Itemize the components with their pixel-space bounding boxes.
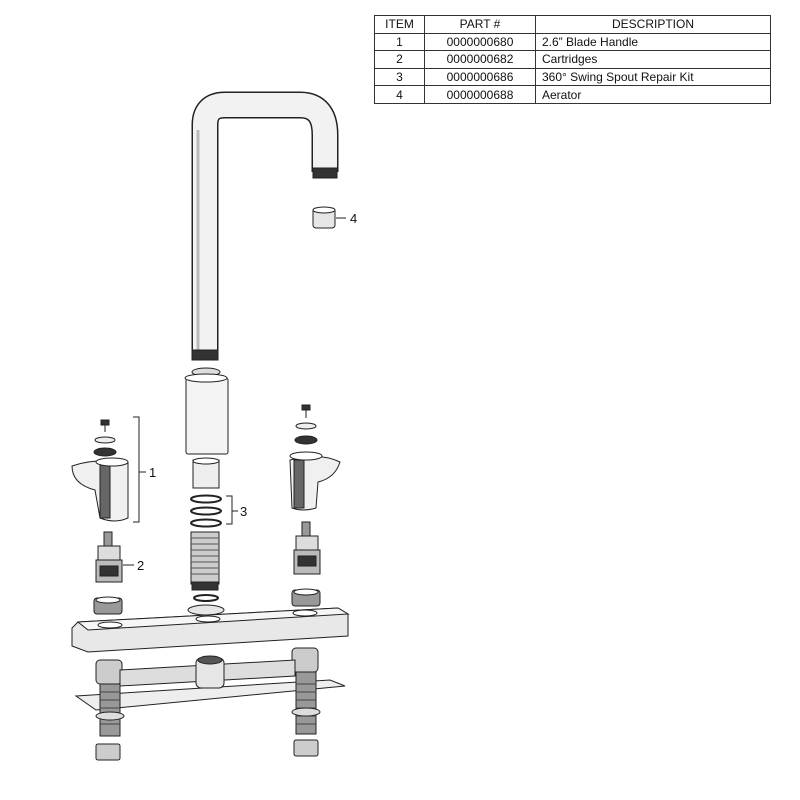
spout [191,91,339,361]
cell-part: 0000000686 [424,67,536,87]
valve-body [74,647,346,711]
left-nut [93,596,123,615]
callout-4: 4 [350,211,357,226]
right-handle-assembly [289,404,341,511]
right-nut [291,588,321,607]
cell-part: 0000000688 [424,85,536,104]
callout-3: 3 [240,504,247,519]
aerator [312,206,336,229]
deck-plate [71,607,350,653]
screw-icon [100,419,110,426]
cell-description: Aerator [535,85,771,104]
right-cartridge [293,521,321,575]
right-shank [291,671,321,757]
o-rings [190,494,222,528]
threaded-tube [187,531,225,616]
spout-adapter [192,457,220,489]
table-row: 3 0000000686 360° Swing Spout Repair Kit [374,67,771,87]
table-row: 4 0000000688 Aerator [374,85,771,104]
left-handle-assembly [71,419,129,522]
table-row: 2 0000000682 Cartridges [374,50,771,69]
callout-2: 2 [137,558,144,573]
left-cartridge [95,531,123,583]
cell-description: Cartridges [535,50,771,69]
callout-bracket-3 [226,495,238,525]
parts-table: ITEM PART # DESCRIPTION 1 0000000680 2.6… [374,15,771,104]
callout-1: 1 [149,465,156,480]
callout-bracket-1 [133,416,146,523]
spout-sleeve [184,367,229,455]
left-shank [95,683,125,761]
screw-icon [301,404,311,411]
